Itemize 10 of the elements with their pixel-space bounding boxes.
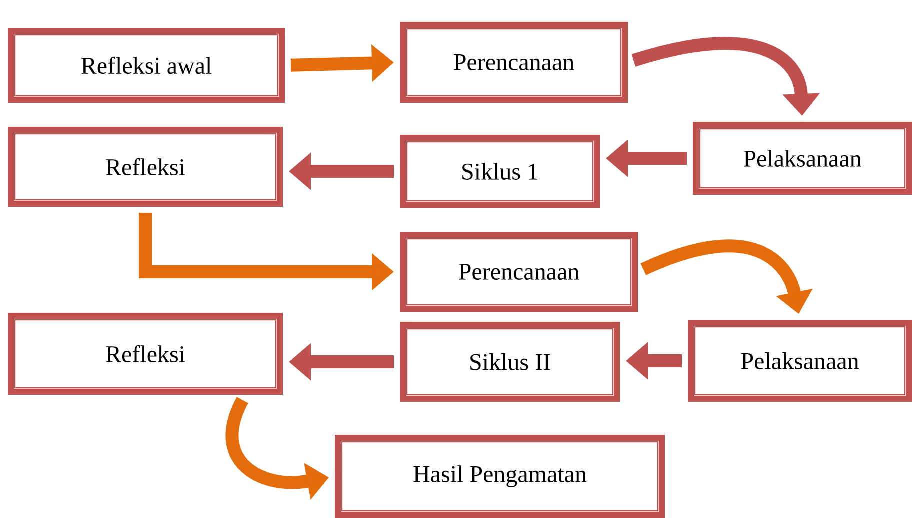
process-box: Refleksi <box>8 127 283 207</box>
process-box: Refleksi <box>8 313 283 395</box>
process-box: Pelaksanaan <box>688 320 912 402</box>
process-box: Siklus II <box>400 322 620 402</box>
process-box: Siklus 1 <box>400 135 600 208</box>
process-box: Perencanaan <box>400 22 628 103</box>
process-box: Refleksi awal <box>8 28 285 103</box>
process-box: Hasil Pengamatan <box>335 435 665 518</box>
process-box: Perencanaan <box>400 232 638 312</box>
process-box: Pelaksanaan <box>693 122 912 195</box>
